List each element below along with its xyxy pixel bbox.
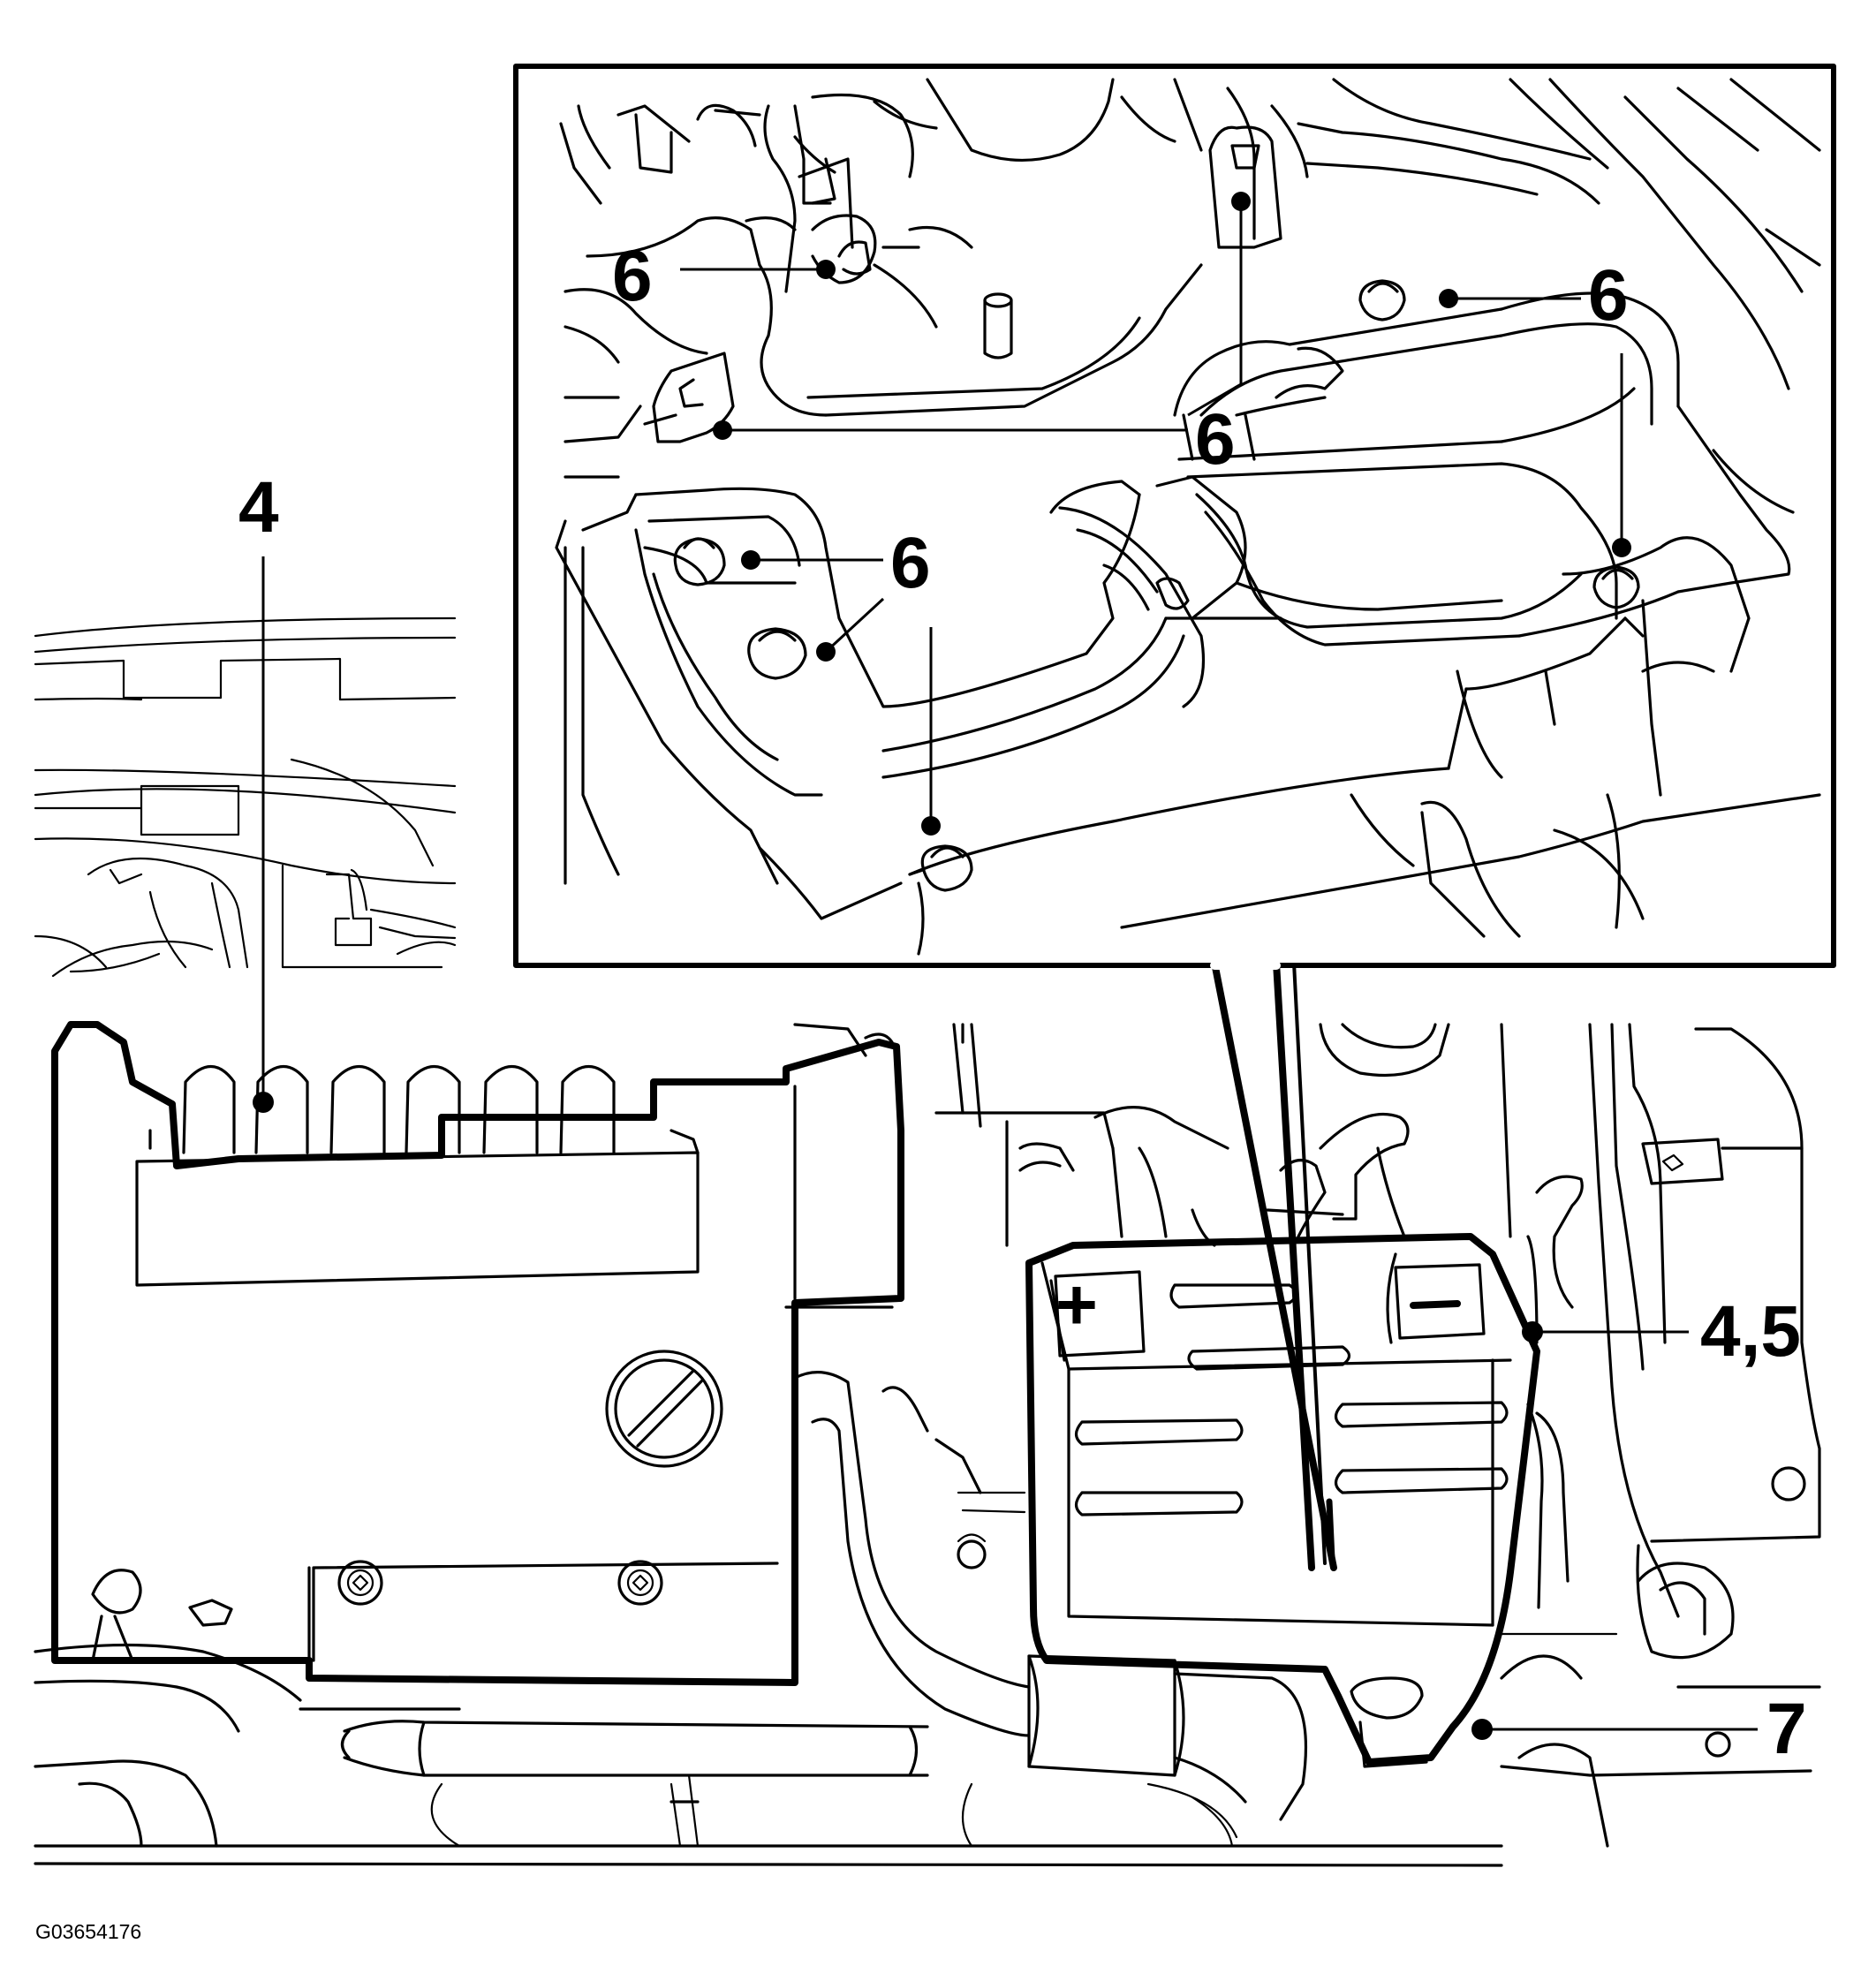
- tray-nut-1: [673, 537, 726, 586]
- callout-dot-6e: [1612, 538, 1631, 557]
- right-body-structure: [1319, 1023, 1821, 1848]
- callout-6-upper-right: 6: [1588, 255, 1629, 336]
- callout-6-upper-left: 6: [612, 236, 653, 316]
- tray-nut-2: [747, 627, 807, 680]
- tray-nut-5: [1592, 565, 1640, 609]
- callout-4-5: 4,5: [1700, 1291, 1801, 1372]
- callout-dot-6h: [921, 816, 941, 836]
- callout-dot-6c: [1439, 289, 1458, 308]
- callout-7: 7: [1766, 1689, 1807, 1769]
- callout-dot-6b: [1231, 192, 1251, 211]
- cover-bolt-right: [617, 1560, 663, 1606]
- callout-dot-4-5: [1522, 1321, 1543, 1342]
- tray-nut-4: [1358, 279, 1406, 321]
- inset-frame: [513, 64, 1836, 968]
- callout-dot-4: [253, 1092, 274, 1113]
- figure-code: G03654176: [35, 1920, 141, 1943]
- cover-bolt-left: [337, 1560, 383, 1606]
- callout-dot-7: [1471, 1719, 1493, 1740]
- battery-plus-terminal-mark: +: [1055, 1265, 1098, 1345]
- intake-hose: [793, 1370, 1308, 1821]
- callout-dot-6d: [713, 420, 732, 440]
- callout-4: 4: [238, 467, 279, 548]
- inset-linework: [555, 78, 1821, 956]
- mid-components: [793, 1023, 1344, 1247]
- callout-6-leaders: [680, 192, 1631, 836]
- callout-6-center: 6: [1195, 399, 1236, 480]
- upper-left-wiring: [34, 616, 457, 978]
- callout-dot-6g: [816, 642, 836, 662]
- inset-detail-view: 6 6 6 6: [513, 64, 1836, 1571]
- tray-nut-3: [908, 844, 973, 892]
- engine-cover: [51, 1021, 904, 1686]
- callout-dot-6a: [816, 260, 836, 279]
- callout-dot-6f: [741, 550, 760, 570]
- lower-pipes: [34, 1643, 1503, 1867]
- main-callouts: 4 4,5 7: [238, 467, 1807, 1769]
- callout-6-lower-left: 6: [890, 523, 931, 603]
